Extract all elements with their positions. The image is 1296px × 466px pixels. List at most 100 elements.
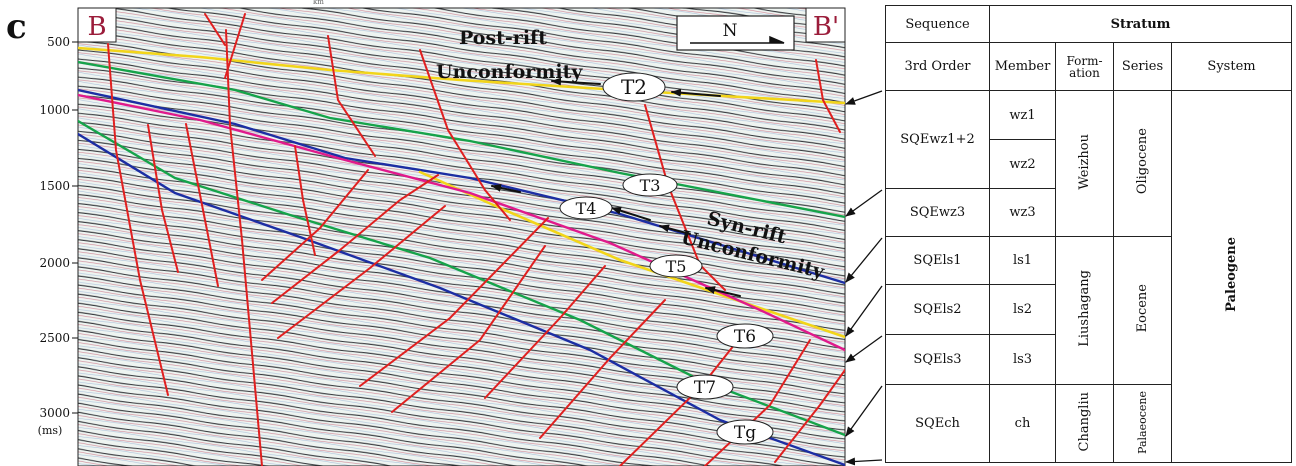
horizon-label-T4: T4 [559,196,613,220]
connector-arrow [845,385,883,437]
header-series: Series [1113,42,1172,91]
horizon-T4 [78,88,845,285]
fault [261,169,369,281]
time-tick: 2000 [39,256,70,270]
north-label: N [723,21,738,41]
series-text: Eocene [1135,284,1150,333]
member-cell: ls3 [989,334,1056,385]
post-rift-label-2: Unconformity [436,61,583,83]
system-text: Paleogene [1224,237,1239,312]
horizon-T6 [78,93,845,352]
sequence-cell: SQEwz3 [885,188,990,237]
sequence-cell: SQEwz1+2 [885,90,990,189]
faults [107,13,845,466]
header-formation-line1: Form- [1066,53,1103,68]
formation-text: Weizhou [1077,133,1092,190]
marker-B-text: B [87,12,106,42]
north-arrow: N [676,15,795,51]
sequence-cell: SQEls3 [885,334,990,385]
fault [224,13,246,79]
series-cell: Oligocene [1113,90,1172,237]
member-cell: ls2 [989,284,1056,335]
header-formation: Form- ation [1055,42,1114,91]
arrow [491,183,521,193]
time-tick: 1000 [39,103,70,117]
fault [774,369,845,463]
horizon-T5 [418,170,845,339]
fault [484,265,606,399]
fault [327,35,376,157]
fault [147,124,179,273]
marker-B-prime: B' [805,7,846,43]
member-cell: wz2 [989,139,1056,189]
series-text: Oligocene [1135,128,1150,195]
post-rift-label-1: Post-rift [459,27,547,49]
header-system: System [1170,42,1293,91]
onlap-arrows [491,77,741,297]
fault [704,339,811,466]
arrow [611,206,651,221]
sequence-cell: SQEch [885,384,990,463]
arrow [659,224,691,235]
marker-B: B [77,7,117,43]
fault [225,29,263,466]
stray-text: km [313,0,324,6]
member-cell: wz1 [989,90,1056,140]
connector-arrows [845,90,883,466]
horizon-label-T6: T6 [716,323,774,349]
fault [419,49,511,221]
system-cell: Paleogene [1170,90,1293,463]
connector-arrow [845,237,883,283]
horizon-label-T5: T5 [649,254,703,278]
horizon-label-text: T5 [666,257,687,276]
connector-arrow [845,285,883,337]
marker-B-prime-text: B' [813,12,839,42]
header-stratum: Stratum [988,5,1293,43]
horizon-label-text: Tg [734,423,756,443]
connector-arrow [845,335,883,363]
horizon-label-T2: T2 [602,72,666,102]
fault [107,43,169,396]
horizon-labels: T2 T3 T4 T5 T6 T7 Tg [559,72,774,445]
fault [277,205,446,339]
formation-cell: Weizhou [1055,90,1114,237]
fault [204,13,226,46]
stratigraphy-table: Sequence Stratum 3rd Order Member Form- … [885,5,1293,463]
arrow [705,286,741,297]
time-tick: 1500 [39,179,70,193]
fault [359,217,549,387]
horizon-label-text: T6 [734,327,756,347]
fault [539,299,666,439]
header-formation-line2: ation [1069,65,1100,80]
horizon-label-text: T3 [640,176,661,195]
horizon-label-T7: T7 [676,374,734,400]
horizon-label-Tg: Tg [716,419,774,445]
sequence-cell: SQEls1 [885,236,990,285]
series-text: Palaeocene [1136,390,1149,454]
fault [815,59,841,133]
sequence-cell: SQEls2 [885,284,990,335]
time-tick: 500 [47,35,70,49]
horizon-label-text: T2 [621,75,647,99]
series-cell: Palaeocene [1113,384,1172,463]
connector-arrow [845,90,883,105]
fault [391,245,546,413]
header-sequence: Sequence [885,5,990,43]
seismic-section: T2 T3 T4 T5 T6 T7 Tg Post-rift Unconform… [77,7,846,466]
formation-text: Liushagang [1077,270,1092,347]
arrow [551,77,601,86]
time-tick: 2500 [39,331,70,345]
horizon-label-text: T7 [694,378,716,398]
formation-text: Changliu [1077,391,1092,452]
panel-label: c [6,7,27,47]
formation-cell: Liushagang [1055,236,1114,385]
series-cell: Eocene [1113,236,1172,385]
header-third-order: 3rd Order [885,42,990,91]
member-cell: ls1 [989,236,1056,285]
fault [271,174,439,304]
formation-cell: Changliu [1055,384,1114,463]
header-member: Member [989,42,1056,91]
horizon-Tg [78,132,845,466]
horizon-label-T3: T3 [622,173,678,197]
